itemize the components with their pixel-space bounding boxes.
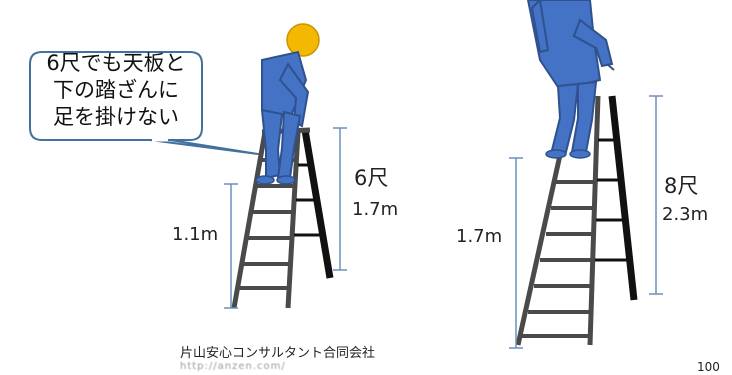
company-name: 片山安心コンサルタント合同会社 <box>180 346 376 361</box>
right-ladder-height-label: 2.3m <box>662 204 709 225</box>
page-number: 100 <box>697 360 720 374</box>
right-height-label: 1.7m <box>456 226 503 247</box>
callout-line-3: 足を掛けない <box>53 105 179 129</box>
left-ladder-size-label: 6尺 <box>354 166 389 190</box>
callout-line-2: 下の踏ざんに <box>53 78 179 102</box>
left-ladder <box>231 127 334 309</box>
left-height-label: 1.1m <box>172 224 219 245</box>
right-worker-figure <box>526 0 615 159</box>
left-ladder-height-label: 1.7m <box>352 199 399 220</box>
company-url[interactable]: http://anzen.com/ <box>180 361 286 372</box>
right-ladder-size-label: 8尺 <box>664 174 699 198</box>
left-worker-figure <box>255 23 320 185</box>
left-dimension-lines <box>224 127 347 309</box>
callout-line-1: 6尺でも天板と <box>46 51 186 75</box>
callout-text: 6尺でも天板と 下の踏ざんに 足を掛けない <box>30 50 202 131</box>
callout-bubble <box>29 51 259 155</box>
right-dimension-lines <box>509 95 663 349</box>
